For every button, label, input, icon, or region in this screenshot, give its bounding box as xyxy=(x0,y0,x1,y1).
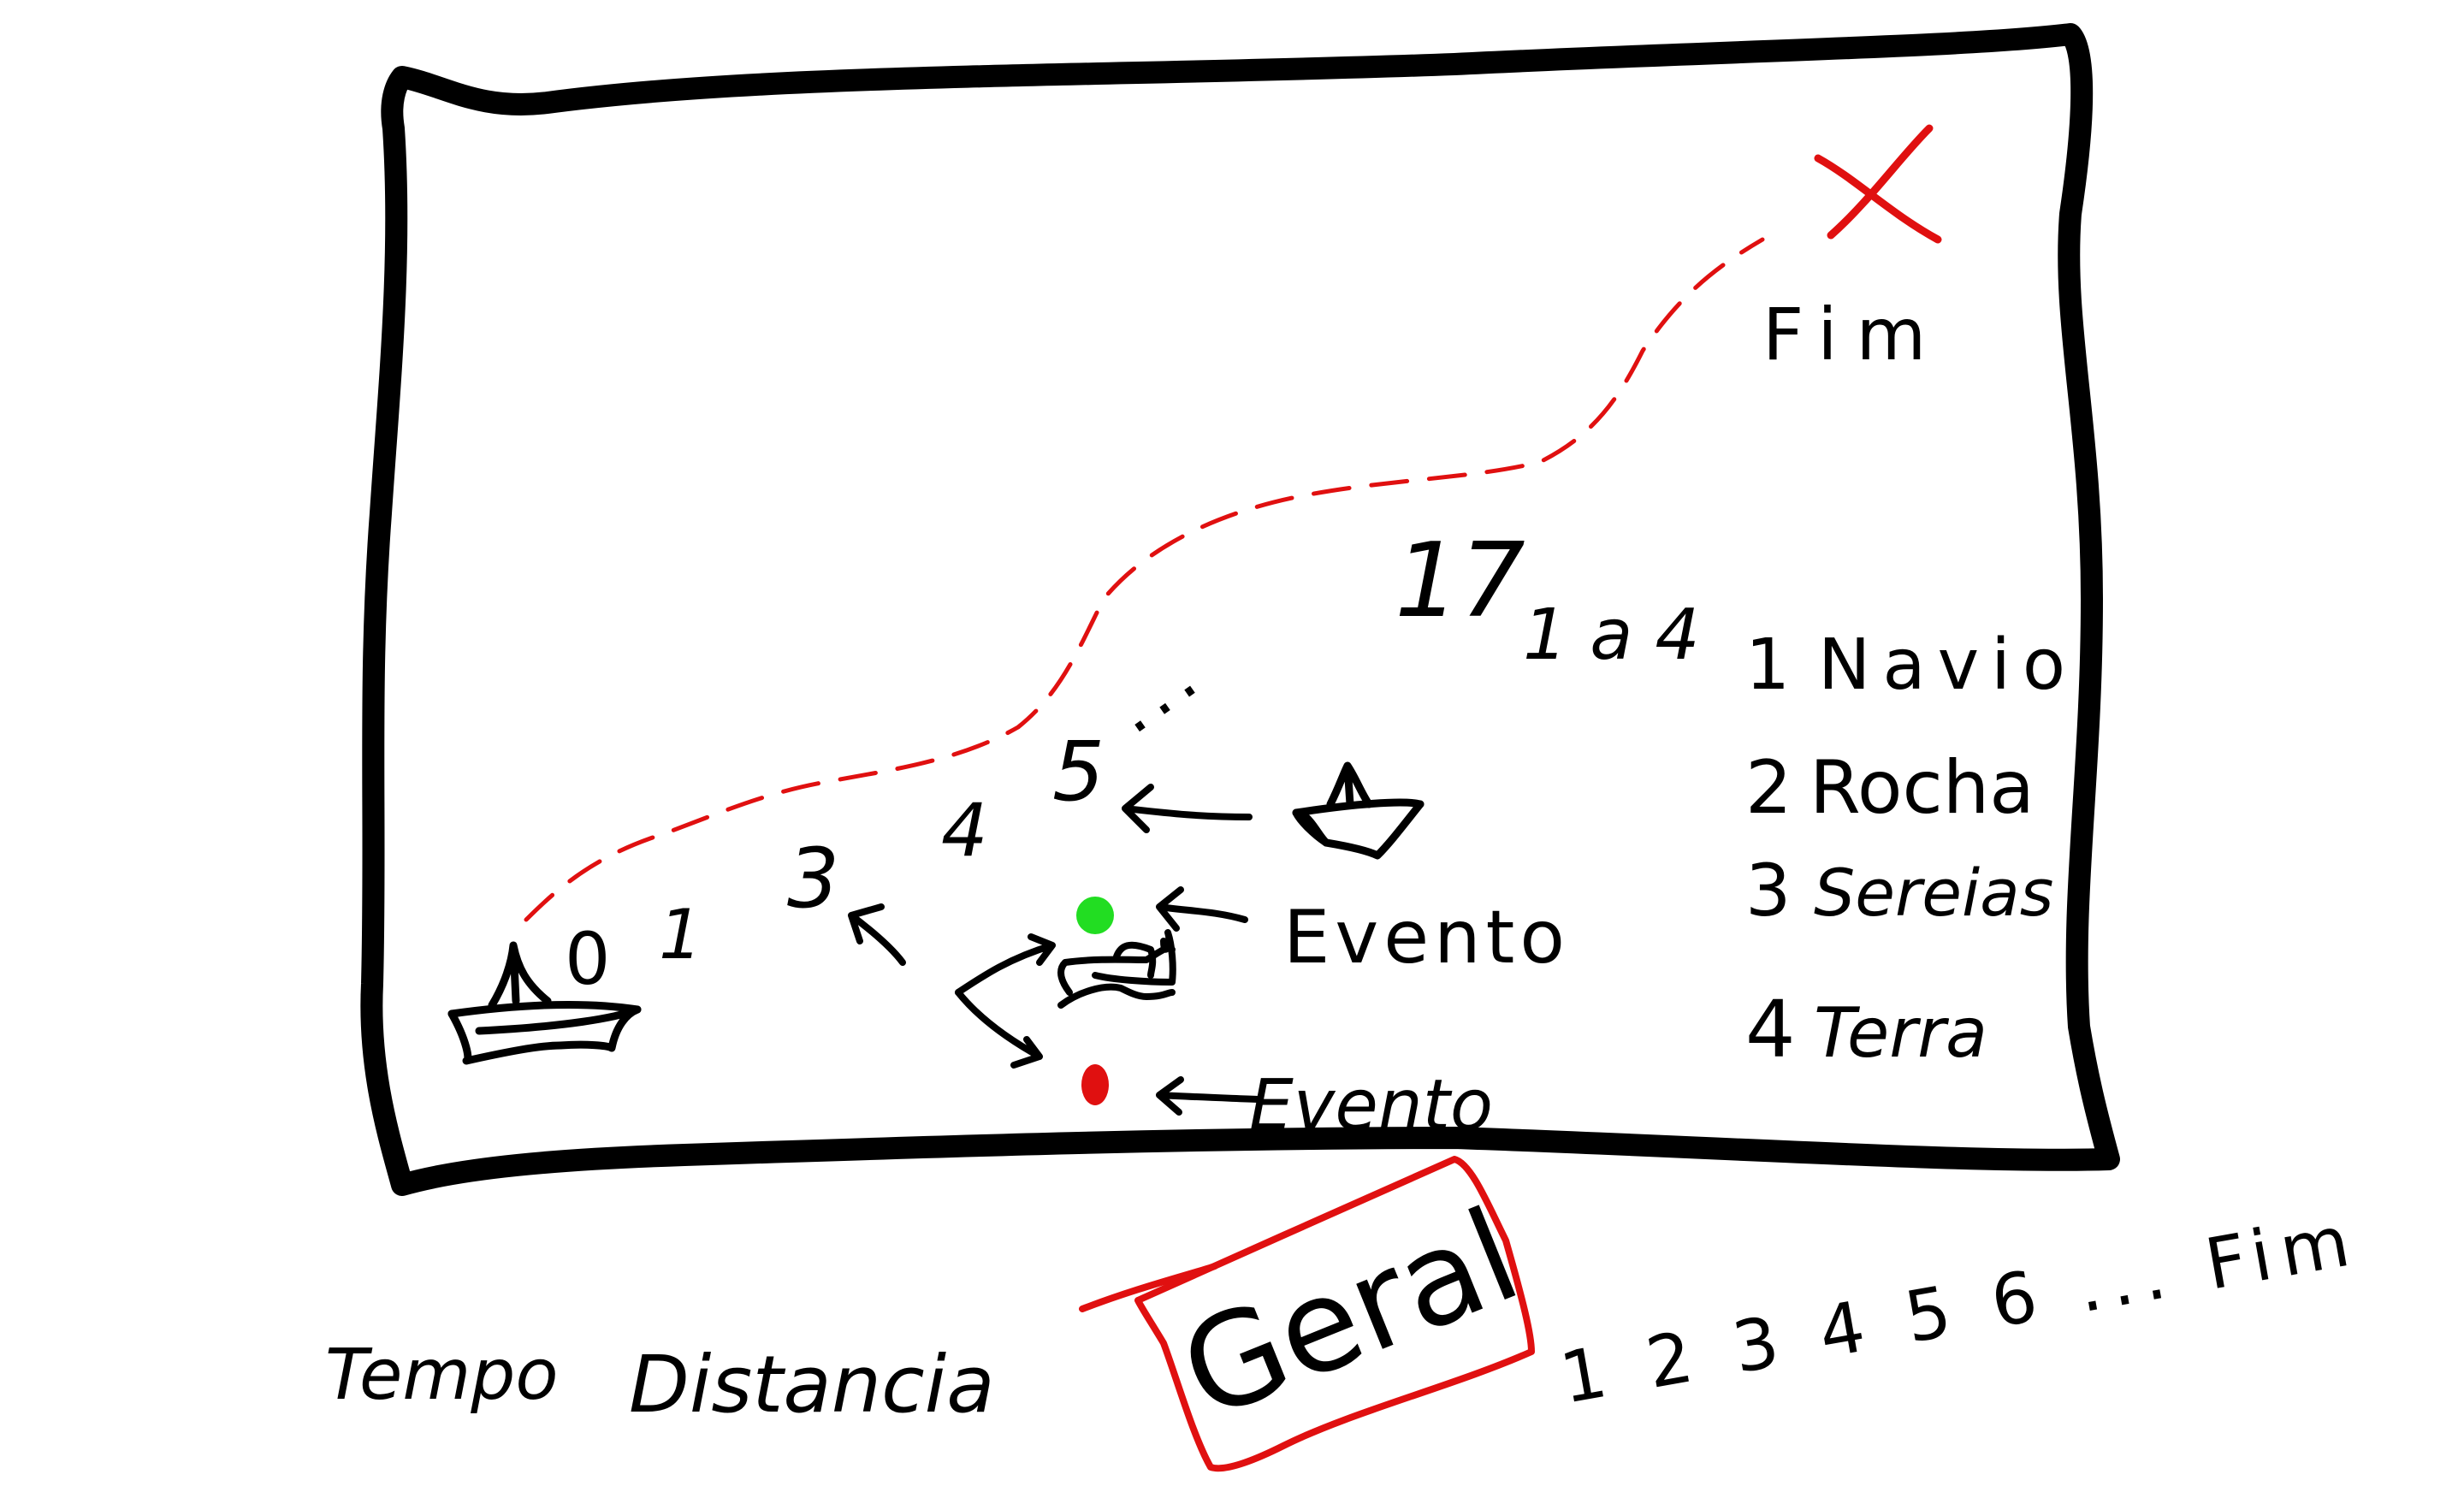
geral-label: Geral xyxy=(1162,1181,1538,1449)
legend-label-1: Navio xyxy=(1818,625,2077,706)
arrow-evento-good-icon xyxy=(1156,886,1248,932)
route-path xyxy=(524,237,1765,922)
geral-highlight-box xyxy=(1134,1156,1535,1472)
marker-4: 4 xyxy=(941,788,988,873)
legend-list: 1 Navio 2 Rocha 3 Sereias 4 Terra xyxy=(1745,625,2077,1075)
x-mark-icon xyxy=(1814,124,1942,244)
legend-label-3: Sereias xyxy=(1814,855,2053,931)
boat-icon xyxy=(1057,929,1176,1009)
ship-icon xyxy=(1292,761,1424,860)
legend-num-2: 2 xyxy=(1745,745,1792,831)
legend-num-1: 1 xyxy=(1745,625,1790,706)
distancia-label: Distancia xyxy=(629,1339,995,1430)
arrow-5-icon xyxy=(1122,784,1253,833)
arrow-3-icon xyxy=(848,903,906,966)
marker-ellipsis: ... xyxy=(1098,631,1217,749)
legend-label-4: Terra xyxy=(1814,993,1987,1073)
finish-label: Fim xyxy=(1762,293,1945,376)
fork-arrow-down-icon xyxy=(955,989,1043,1069)
evento-good-label: Evento xyxy=(1283,895,1570,980)
red-dot-icon xyxy=(1081,1064,1109,1105)
arrow-evento-bad-icon xyxy=(1156,1076,1261,1116)
dice-range: 1 a 4 xyxy=(1523,595,1700,676)
fork-arrow-up-icon xyxy=(955,933,1056,996)
tempo-label: Tempo xyxy=(325,1335,559,1416)
sequence-label: 1 2 3 4 5 6 ... Fim xyxy=(1555,1199,2366,1420)
marker-1: 1 xyxy=(659,895,702,974)
evento-bad-label: Evento xyxy=(1249,1065,1493,1146)
marker-5: 5 xyxy=(1052,724,1105,820)
legend-label-2: Rocha xyxy=(1810,745,2035,831)
legend-num-3: 3 xyxy=(1745,849,1791,932)
green-dot-icon xyxy=(1076,897,1114,934)
legend-num-4: 4 xyxy=(1745,984,1796,1075)
marker-17: 17 xyxy=(1395,522,1525,641)
board-frame xyxy=(360,23,2120,1196)
ship-icon xyxy=(447,941,642,1065)
marker-start: 0 xyxy=(565,917,610,1001)
marker-3: 3 xyxy=(787,831,839,927)
